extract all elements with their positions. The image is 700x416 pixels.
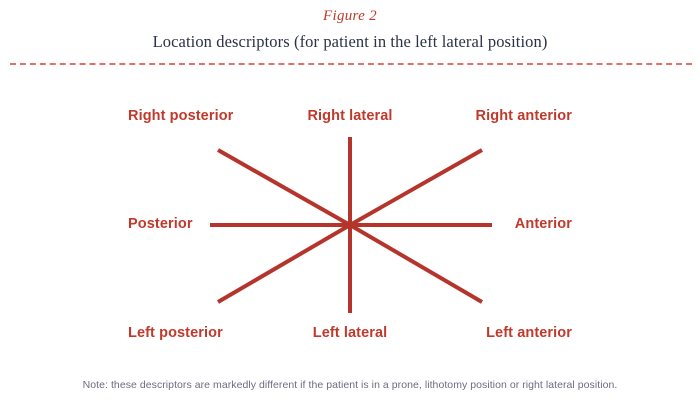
left-anterior-spoke — [348, 223, 484, 304]
figure-subtitle: Location descriptors (for patient in the… — [152, 32, 548, 51]
figure-label: Figure 2 — [323, 8, 377, 24]
label-right-lateral: Right lateral — [307, 108, 393, 124]
label-right-anterior: Right anterior — [475, 108, 572, 124]
right-anterior-spoke — [349, 148, 483, 227]
label-left-posterior: Left posterior — [128, 325, 223, 341]
dashed-divider — [10, 63, 692, 65]
label-left-anterior: Left anterior — [486, 325, 572, 341]
label-right-posterior: Right posterior — [128, 108, 234, 124]
location-descriptor-diagram — [0, 78, 700, 358]
label-anterior: Anterior — [514, 216, 572, 232]
label-left-lateral: Left lateral — [312, 325, 388, 341]
spoke-star-svg — [210, 137, 492, 313]
footnote-text: Note: these descriptors are markedly dif… — [82, 379, 618, 391]
right-posterior-spoke — [217, 148, 351, 227]
label-posterior: Posterior — [128, 216, 193, 232]
left-posterior-spoke — [216, 223, 352, 304]
